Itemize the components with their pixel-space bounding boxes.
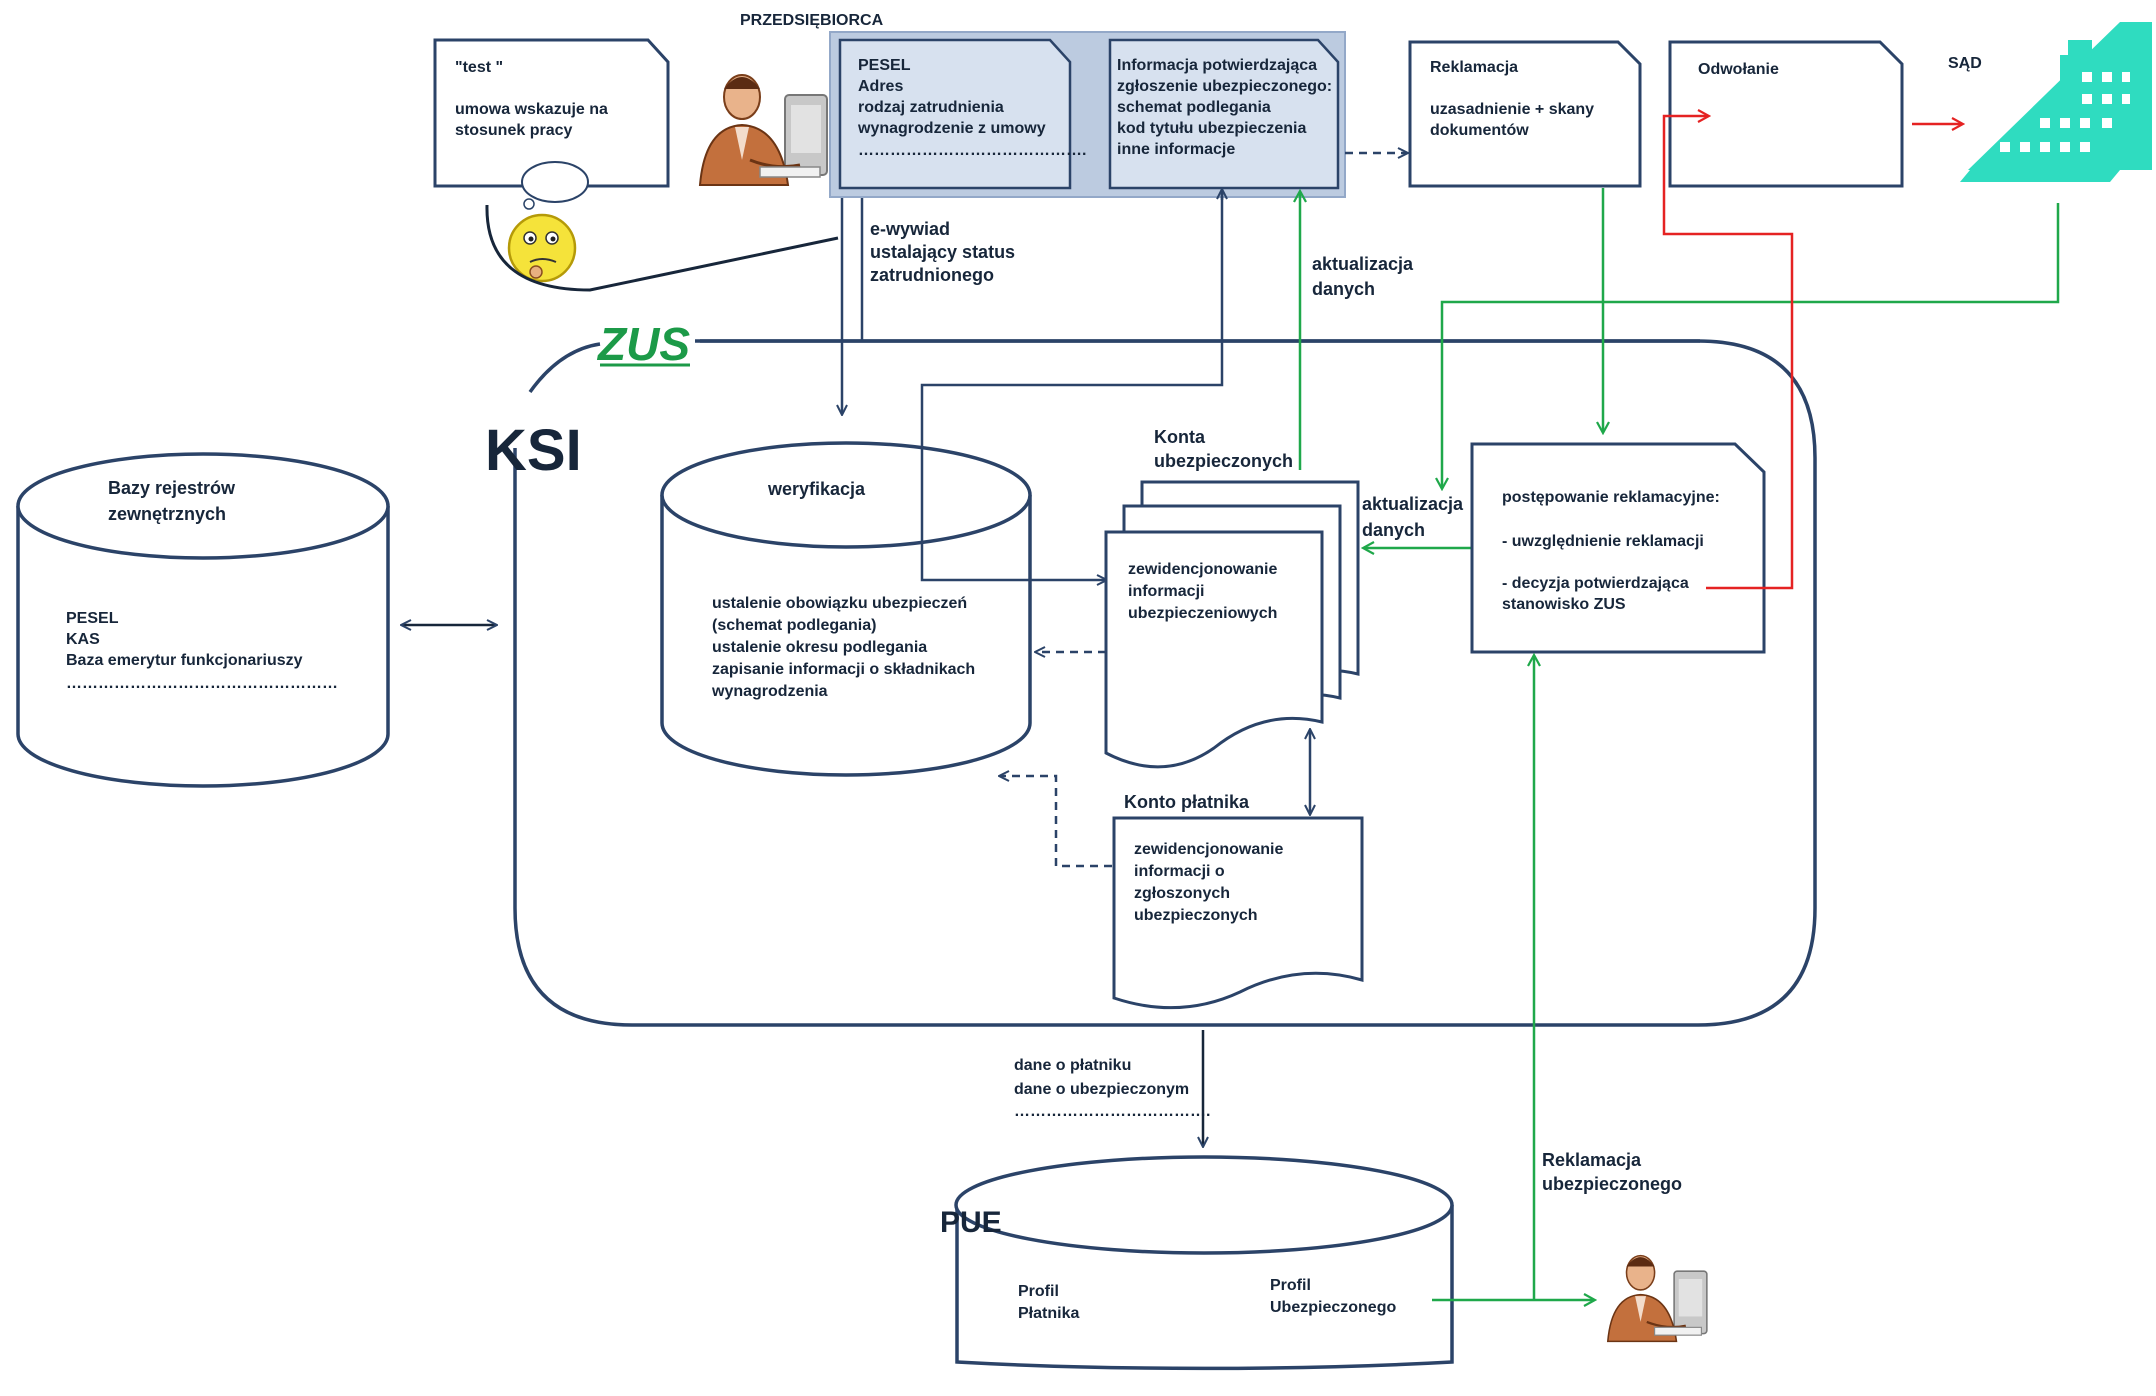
konta-ubezpieczonych-title: Konta ubezpieczonych bbox=[1154, 427, 1293, 471]
entrepreneur-doc1-text: PESEL Adres rodzaj zatrudnienia wynagrod… bbox=[857, 57, 1086, 159]
test-note-connector bbox=[485, 204, 839, 292]
svg-text:ZUS: ZUS bbox=[596, 318, 690, 370]
konto-platnika-title: Konto płatnika bbox=[1124, 792, 1250, 812]
reklamacja-doc[interactable] bbox=[1408, 40, 1642, 188]
reklamacja-ubezpieczonego-text: Reklamacja ubezpieczonego bbox=[1542, 1150, 1682, 1194]
reklamacja-text: Reklamacja uzasadnienie + skany dokument… bbox=[1430, 59, 1599, 139]
thinking-smiley-icon bbox=[507, 161, 589, 283]
weryfikacja-lines: ustalenie obowiązku ubezpieczeń (schemat… bbox=[711, 595, 980, 700]
test-note-doc[interactable] bbox=[433, 38, 670, 188]
postepowanie-text: postępowanie reklamacyjne: - uwzględnien… bbox=[1502, 489, 1724, 613]
e-wywiad-text: e-wywiad ustalający status zatrudnionego bbox=[870, 219, 1020, 285]
ksi-label: KSI bbox=[485, 418, 582, 483]
zus-logo: ZUS bbox=[596, 318, 690, 370]
pue-cylinder[interactable] bbox=[954, 1155, 1454, 1371]
postepowanie-doc[interactable] bbox=[1470, 442, 1766, 654]
pue-profil-platnika[interactable]: Profil Płatnika bbox=[1018, 1283, 1079, 1322]
postepowanie-to-odwolanie-arrow bbox=[1662, 116, 1794, 590]
weryfikacja-title: weryfikacja bbox=[767, 479, 866, 499]
aktualizacja-mid-text: aktualizacja danych bbox=[1362, 494, 1468, 540]
doc2-to-konta-connector bbox=[920, 190, 1224, 580]
pue-profil-ubezpieczonego[interactable]: Profil Ubezpieczonego bbox=[1270, 1277, 1396, 1316]
konto-platnika-lines: zewidencjonowanie informacji o zgłoszony… bbox=[1134, 841, 1288, 924]
platnik-to-weryfikacja-dashed bbox=[1000, 776, 1112, 868]
bazy-rejestrow-cylinder[interactable] bbox=[16, 452, 390, 788]
odwolanie-doc[interactable] bbox=[1668, 40, 1904, 188]
konta-ubezpieczonych-lines: zewidencjonowanie informacji ubezpieczen… bbox=[1128, 561, 1282, 622]
entrepreneur-doc-insurance-confirmation[interactable] bbox=[1108, 38, 1340, 190]
dane-flow-text: dane o płatniku dane o ubezpieczonym ………… bbox=[1014, 1057, 1210, 1120]
entrepreneur-doc2-text: Informacja potwierdzająca zgłoszenie ube… bbox=[1117, 57, 1337, 158]
konto-platnika-doc[interactable] bbox=[1112, 816, 1364, 1010]
weryfikacja-cylinder[interactable] bbox=[660, 441, 1032, 777]
entrepreneur-title: PRZEDSIĘBIORCA bbox=[740, 12, 884, 29]
test-note-text: "test " umowa wskazuje na stosunek pracy bbox=[455, 59, 612, 139]
ksi-boundary bbox=[513, 339, 1817, 1027]
businessman-bottom-icon bbox=[1606, 1254, 1708, 1343]
bazy-title: Bazy rejestrów zewnętrznych bbox=[108, 478, 240, 524]
konta-ubezpieczonych-docs[interactable] bbox=[1104, 480, 1360, 769]
businessman-top-icon bbox=[698, 74, 828, 186]
pue-title: PUE bbox=[940, 1206, 1002, 1239]
sad-to-postepowanie-arrow bbox=[1442, 203, 2060, 488]
sad-label: SĄD bbox=[1948, 55, 1982, 72]
odwolanie-label: Odwołanie bbox=[1698, 61, 1779, 78]
court-building-icon bbox=[1960, 22, 2152, 182]
aktualizacja-top-text: aktualizacja danych bbox=[1312, 254, 1418, 299]
ksi-boundary-arc bbox=[528, 342, 601, 394]
entrepreneur-doc-employee-data[interactable] bbox=[838, 38, 1072, 190]
bazy-lines: PESEL KAS Baza emerytur funkcjonariuszy … bbox=[66, 610, 338, 692]
